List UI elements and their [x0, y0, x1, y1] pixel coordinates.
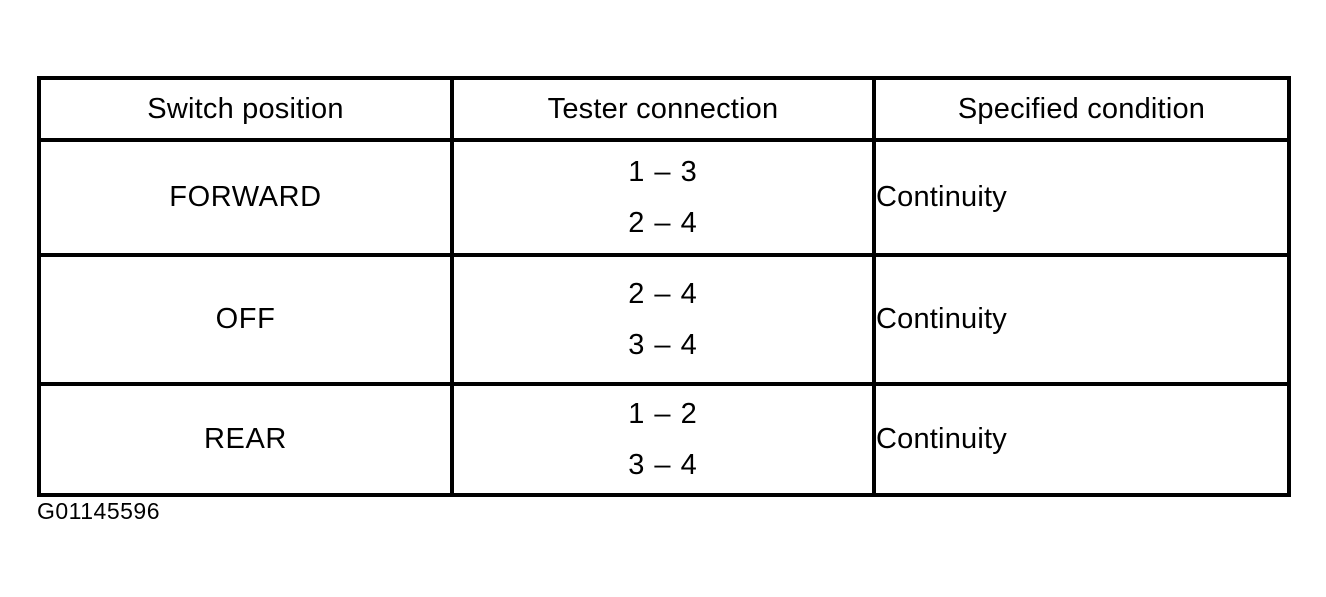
table-header-row: Switch position Tester connection Specif… — [37, 76, 1291, 142]
cell-switch-position-off: OFF — [37, 253, 454, 386]
column-header-tester-connection: Tester connection — [450, 76, 876, 142]
figure-caption: G01145596 — [37, 498, 161, 524]
column-header-specified-condition: Specified condition — [872, 76, 1291, 142]
switch-continuity-table: Switch position Tester connection Specif… — [37, 76, 1291, 497]
cell-specified-condition-rear: Continuity — [872, 382, 1291, 497]
cell-specified-condition-forward: Continuity — [872, 138, 1291, 257]
tester-connection-line: 3 – 4 — [628, 328, 698, 361]
column-header-switch-position: Switch position — [37, 76, 454, 142]
tester-connection-line: 2 – 4 — [628, 277, 698, 310]
cell-tester-connection-rear: 1 – 2 3 – 4 — [450, 382, 876, 497]
tester-connection-line: 1 – 3 — [628, 155, 698, 188]
tester-connection-line: 2 – 4 — [628, 206, 698, 239]
tester-connection-line: 3 – 4 — [628, 448, 698, 481]
table-row: FORWARD 1 – 3 2 – 4 Continuity — [37, 138, 1291, 257]
table-row: OFF 2 – 4 3 – 4 Continuity — [37, 253, 1291, 386]
cell-switch-position-rear: REAR — [37, 382, 454, 497]
cell-specified-condition-off: Continuity — [872, 253, 1291, 386]
tester-connection-line: 1 – 2 — [628, 397, 698, 430]
cell-tester-connection-forward: 1 – 3 2 – 4 — [450, 138, 876, 257]
cell-switch-position-forward: FORWARD — [37, 138, 454, 257]
cell-tester-connection-off: 2 – 4 3 – 4 — [450, 253, 876, 386]
table-row: REAR 1 – 2 3 – 4 Continuity — [37, 382, 1291, 497]
